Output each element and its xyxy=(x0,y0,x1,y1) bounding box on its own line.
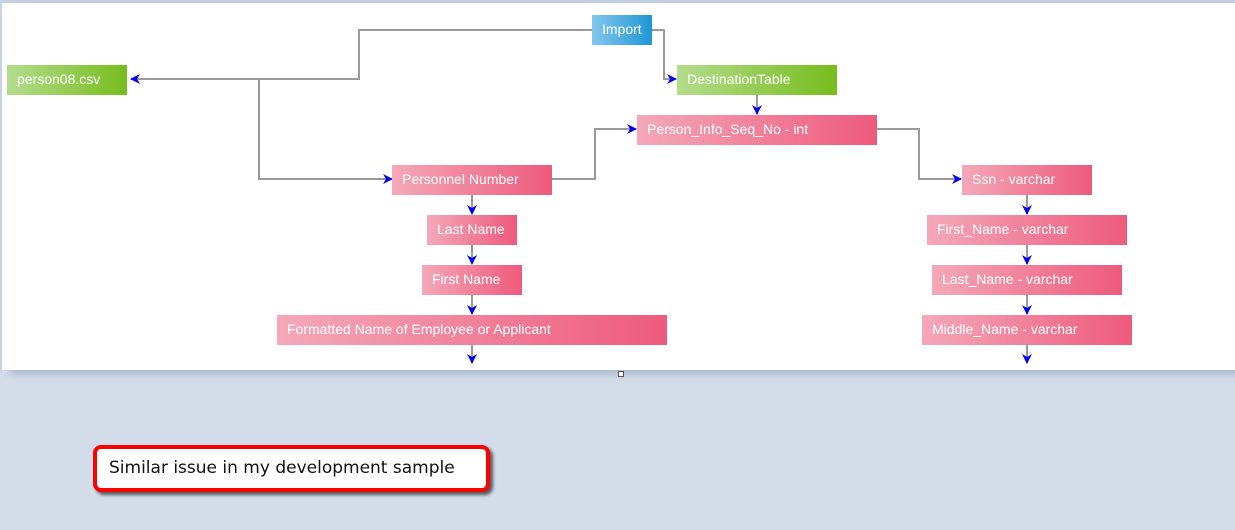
node-label: Last Name xyxy=(437,221,505,237)
window-top-border xyxy=(0,0,1235,3)
node-personnel-number[interactable]: Personnel Number xyxy=(392,165,552,195)
node-ssn[interactable]: Ssn - varchar xyxy=(962,165,1092,195)
node-person-info-seq-no[interactable]: Person_Info_Seq_No - int xyxy=(637,115,877,145)
annotation-callout: Similar issue in my development sample xyxy=(93,445,490,492)
edge-source-file-to-personnel-number xyxy=(258,79,393,184)
callout-text: Similar issue in my development sample xyxy=(109,458,455,478)
node-import[interactable]: Import xyxy=(592,15,652,45)
node-first-name[interactable]: First Name xyxy=(422,265,522,295)
node-formatted-name[interactable]: Formatted Name of Employee or Applicant xyxy=(277,315,667,345)
node-label: Last_Name - varchar xyxy=(942,271,1073,287)
node-label: Person_Info_Seq_No - int xyxy=(647,121,809,137)
node-destination-table[interactable]: DestinationTable xyxy=(677,65,837,95)
edge-import-to-source-file xyxy=(130,29,592,84)
node-last-name[interactable]: Last Name xyxy=(427,215,517,245)
node-source-file[interactable]: person08.csv xyxy=(7,65,127,95)
node-label: Ssn - varchar xyxy=(972,171,1056,187)
node-label: First Name xyxy=(432,271,501,287)
window-left-border xyxy=(0,0,2,372)
diagram-edges xyxy=(130,29,1032,364)
node-label: First_Name - varchar xyxy=(937,221,1069,237)
node-label: person08.csv xyxy=(17,71,101,87)
node-label: Personnel Number xyxy=(402,171,519,187)
node-label: Import xyxy=(602,21,642,37)
edge-seq-no-to-ssn xyxy=(877,128,962,184)
resize-handle[interactable] xyxy=(618,371,624,377)
node-label: Formatted Name of Employee or Applicant xyxy=(287,321,551,337)
node-last-name-col[interactable]: Last_Name - varchar xyxy=(932,265,1122,295)
node-first-name-col[interactable]: First_Name - varchar xyxy=(927,215,1127,245)
edge-personnel-number-to-seq-no xyxy=(552,124,637,180)
node-label: Middle_Name - varchar xyxy=(932,321,1078,337)
edge-import-to-destination-table xyxy=(652,29,677,84)
node-middle-name-col[interactable]: Middle_Name - varchar xyxy=(922,315,1132,345)
node-label: DestinationTable xyxy=(687,71,791,87)
